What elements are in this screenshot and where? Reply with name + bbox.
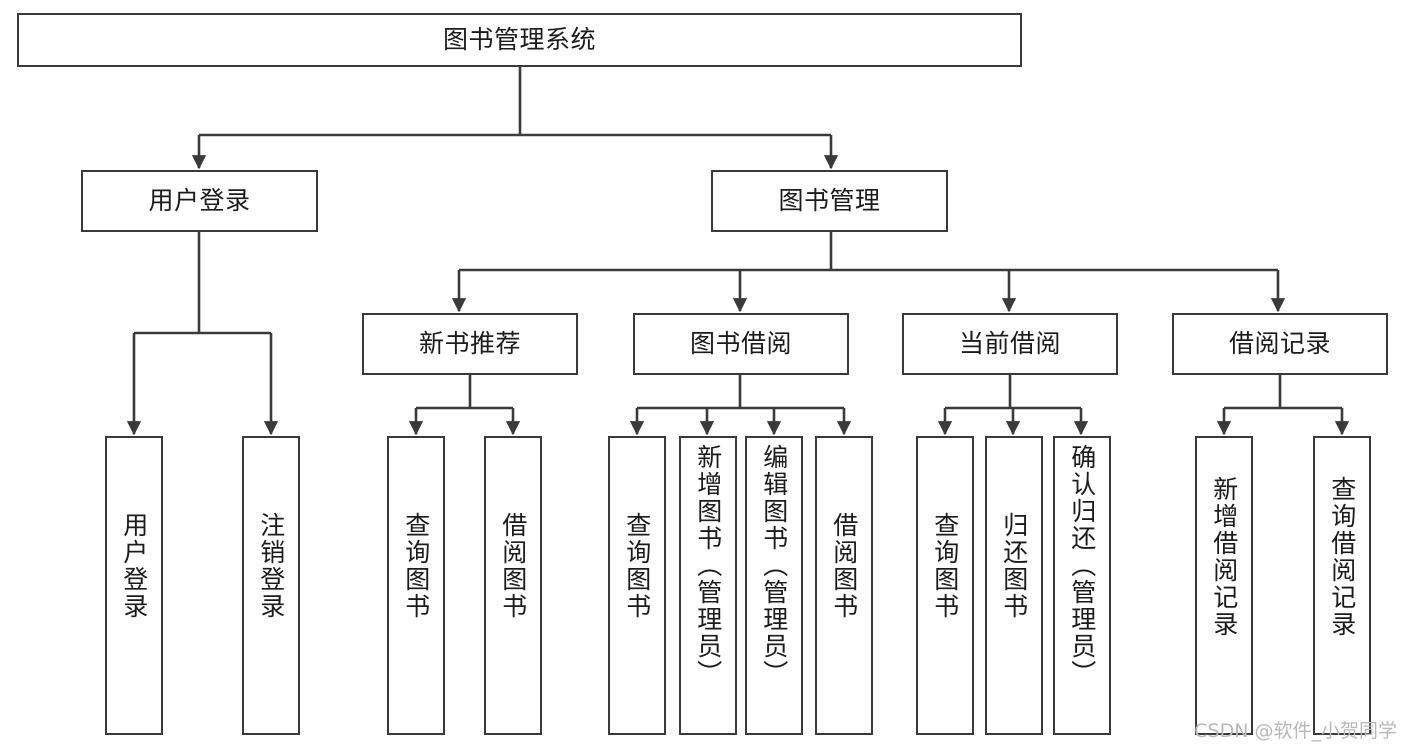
node-leaf-confirm-return[interactable]: 确认归还（管理员） (1053, 436, 1111, 735)
node-current-borrow-label: 当前借阅 (958, 329, 1061, 359)
node-borrow-record[interactable]: 借阅记录 (1172, 313, 1388, 375)
node-leaf-add-borrow-record[interactable]: 新增借阅记录 (1195, 436, 1253, 735)
node-borrow-record-label: 借阅记录 (1228, 329, 1331, 359)
node-leaf-query-borrow-record-label: 查询借阅记录 (1327, 476, 1357, 638)
node-leaf-query-book-1-label: 查询图书 (401, 512, 431, 620)
node-book-borrow-label: 图书借阅 (689, 329, 792, 359)
node-leaf-query-book-3[interactable]: 查询图书 (916, 436, 974, 735)
node-leaf-query-book-3-label: 查询图书 (930, 512, 960, 620)
node-book-manage[interactable]: 图书管理 (711, 170, 948, 232)
node-book-manage-label: 图书管理 (778, 186, 881, 216)
node-leaf-query-borrow-record[interactable]: 查询借阅记录 (1313, 436, 1371, 735)
node-user-login[interactable]: 用户登录 (81, 170, 318, 232)
node-leaf-borrow-book-1-label: 借阅图书 (498, 512, 528, 620)
node-root-system-label: 图书管理系统 (442, 25, 596, 55)
node-leaf-logout[interactable]: 注销登录 (242, 436, 300, 735)
node-book-borrow[interactable]: 图书借阅 (633, 313, 849, 375)
node-current-borrow[interactable]: 当前借阅 (902, 313, 1118, 375)
node-leaf-return-book-label: 归还图书 (999, 512, 1029, 620)
node-leaf-confirm-return-label: 确认归还（管理员） (1067, 444, 1097, 687)
watermark-text: CSDN @软件_小贺同学 (1194, 720, 1397, 742)
node-leaf-borrow-book-2-label: 借阅图书 (829, 512, 859, 620)
node-leaf-user-login[interactable]: 用户登录 (105, 436, 163, 735)
node-leaf-edit-book-label: 编辑图书（管理员） (759, 444, 789, 687)
node-leaf-logout-label: 注销登录 (256, 512, 286, 620)
node-leaf-add-borrow-record-label: 新增借阅记录 (1209, 476, 1239, 638)
node-leaf-borrow-book-1[interactable]: 借阅图书 (484, 436, 542, 735)
node-leaf-add-book-label: 新增图书（管理员） (693, 444, 723, 687)
node-leaf-user-login-label: 用户登录 (119, 512, 149, 620)
node-leaf-return-book[interactable]: 归还图书 (985, 436, 1043, 735)
node-leaf-borrow-book-2[interactable]: 借阅图书 (815, 436, 873, 735)
node-new-book-recommend-label: 新书推荐 (418, 329, 521, 359)
node-leaf-query-book-2-label: 查询图书 (622, 512, 652, 620)
node-leaf-query-book-2[interactable]: 查询图书 (608, 436, 666, 735)
node-leaf-add-book[interactable]: 新增图书（管理员） (679, 436, 737, 735)
node-leaf-edit-book[interactable]: 编辑图书（管理员） (745, 436, 803, 735)
node-user-login-label: 用户登录 (148, 186, 251, 216)
node-leaf-query-book-1[interactable]: 查询图书 (387, 436, 445, 735)
node-new-book-recommend[interactable]: 新书推荐 (362, 313, 578, 375)
node-root-system[interactable]: 图书管理系统 (17, 13, 1022, 67)
